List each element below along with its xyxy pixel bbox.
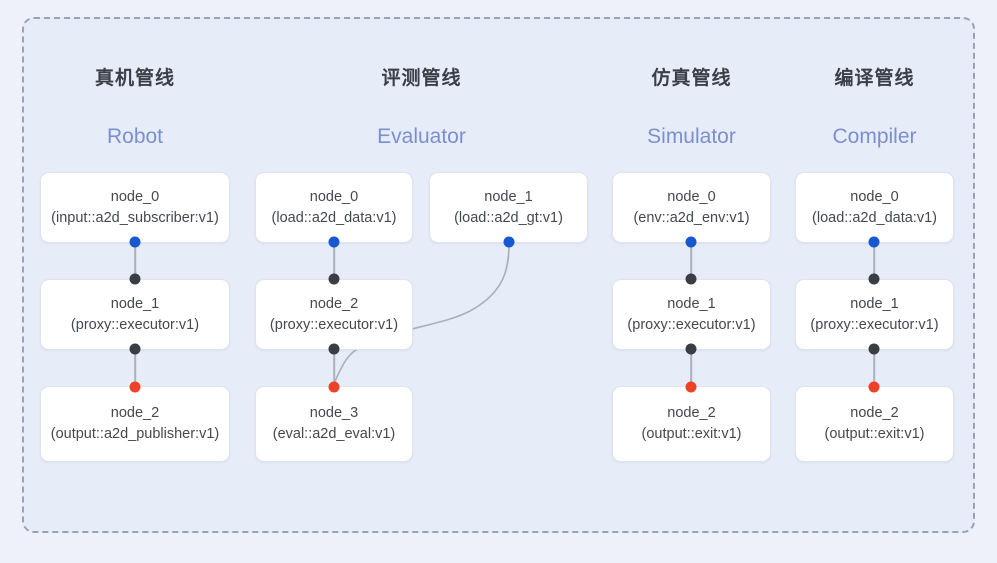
column-title-compiler: 编译管线 (834, 68, 915, 89)
port-input-simulator-1[interactable] (685, 273, 697, 285)
node-type: (proxy::executor:v1) (269, 316, 399, 333)
column-subtitle-compiler: Compiler (832, 125, 917, 148)
edge-simulator-1-2 (690, 349, 692, 387)
node-compiler-0[interactable]: node_0 (load::a2d_data:v1) (795, 172, 954, 243)
node-type: (load::a2d_data:v1) (812, 209, 937, 226)
node-label: node_1 (667, 295, 716, 312)
node-type: (output::exit:v1) (641, 426, 742, 442)
node-type: (proxy::executor:v1) (70, 316, 200, 333)
port-output-simulator-1[interactable] (685, 343, 697, 355)
node-compiler-1[interactable]: node_1 (proxy::executor:v1) (795, 279, 954, 350)
node-label: node_0 (309, 188, 359, 205)
node-label: node_3 (309, 405, 359, 421)
port-output-evaluator-2[interactable] (328, 343, 340, 355)
port-output-simulator-0[interactable] (685, 236, 697, 248)
node-evaluator-0[interactable]: node_0 (load::a2d_data:v1) (255, 172, 413, 243)
port-input-simulator-2[interactable] (685, 381, 697, 393)
edge-compiler-1-2 (873, 349, 875, 387)
node-type: (eval::a2d_eval:v1) (272, 426, 396, 442)
node-type: (proxy::executor:v1) (810, 316, 939, 333)
node-simulator-0[interactable]: node_0 (env::a2d_env:v1) (612, 172, 771, 243)
column-subtitle-robot: Robot (106, 125, 164, 148)
node-label: node_0 (667, 188, 716, 205)
node-simulator-1[interactable]: node_1 (proxy::executor:v1) (612, 279, 771, 350)
node-robot-1[interactable]: node_1 (proxy::executor:v1) (40, 279, 230, 350)
column-title-robot: 真机管线 (94, 68, 175, 89)
node-simulator-2[interactable]: node_2 (output::exit:v1) (612, 386, 771, 462)
node-type: (output::exit:v1) (824, 426, 925, 442)
node-label: node_1 (484, 188, 533, 205)
node-label: node_0 (850, 188, 899, 205)
node-robot-0[interactable]: node_0 (input::a2d_subscriber:v1) (40, 172, 230, 243)
node-label: node_2 (850, 405, 899, 421)
port-output-compiler-1[interactable] (868, 343, 880, 355)
edge-robot-0-1 (134, 242, 136, 280)
port-input-compiler-1[interactable] (868, 273, 880, 285)
edge-robot-1-2 (134, 349, 136, 387)
column-subtitle-simulator: Simulator (647, 125, 736, 148)
port-input-compiler-2[interactable] (868, 381, 880, 393)
node-label: node_2 (309, 295, 359, 312)
column-subtitle-evaluator: Evaluator (377, 125, 466, 148)
node-type: (env::a2d_env:v1) (633, 209, 750, 226)
edge-compiler-0-1 (873, 242, 875, 280)
node-evaluator-2[interactable]: node_2 (proxy::executor:v1) (255, 279, 413, 350)
port-output-compiler-0[interactable] (868, 236, 880, 248)
node-type: (output::a2d_publisher:v1) (50, 426, 220, 442)
node-type: (load::a2d_data:v1) (271, 209, 397, 226)
port-input-evaluator-3[interactable] (328, 381, 340, 393)
edge-simulator-0-1 (690, 242, 692, 280)
node-evaluator-3[interactable]: node_3 (eval::a2d_eval:v1) (255, 386, 413, 462)
node-type: (proxy::executor:v1) (627, 316, 756, 333)
node-type: (input::a2d_subscriber:v1) (51, 209, 219, 226)
port-output-robot-0[interactable] (129, 236, 141, 248)
port-input-robot-2[interactable] (129, 381, 141, 393)
port-output-evaluator-gt[interactable] (503, 236, 515, 248)
column-title-evaluator: 评测管线 (381, 68, 462, 89)
port-input-evaluator-2[interactable] (328, 273, 340, 285)
port-input-robot-1[interactable] (129, 273, 141, 285)
node-robot-2[interactable]: node_2 (output::a2d_publisher:v1) (40, 386, 230, 462)
node-label: node_2 (110, 405, 160, 421)
port-output-evaluator-0[interactable] (328, 236, 340, 248)
node-label: node_2 (667, 405, 716, 421)
node-evaluator-1[interactable]: node_1 (load::a2d_gt:v1) (429, 172, 588, 243)
node-compiler-2[interactable]: node_2 (output::exit:v1) (795, 386, 954, 462)
node-label: node_1 (110, 295, 160, 312)
node-label: node_1 (850, 295, 899, 312)
port-output-robot-1[interactable] (129, 343, 141, 355)
node-type: (load::a2d_gt:v1) (454, 209, 563, 226)
node-label: node_0 (110, 188, 160, 205)
column-title-simulator: 仿真管线 (651, 68, 732, 89)
